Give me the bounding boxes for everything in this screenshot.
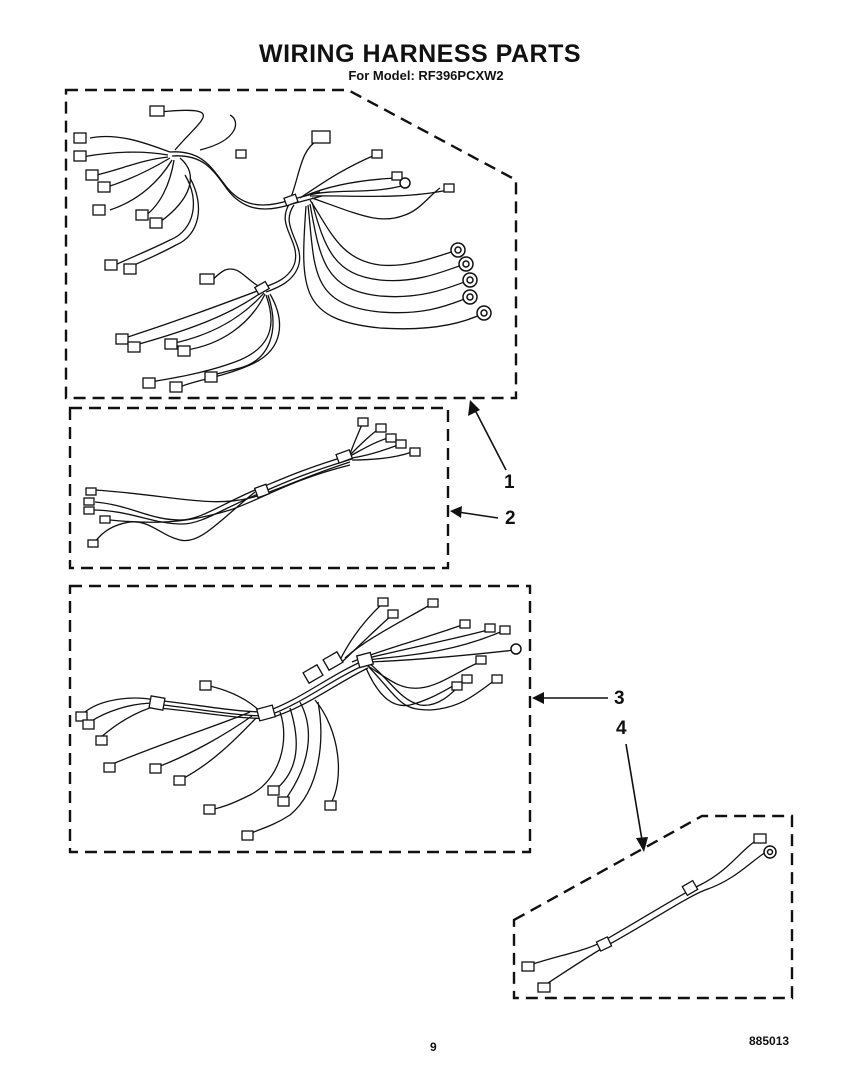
document-number: 885013 bbox=[749, 1034, 790, 1048]
leader-2 bbox=[450, 506, 499, 519]
harness-3 bbox=[68, 584, 532, 854]
harness-3-outline bbox=[68, 584, 532, 854]
leader-3 bbox=[532, 692, 608, 704]
callout-3: 3 bbox=[614, 688, 625, 709]
callout-1: 1 bbox=[504, 472, 515, 493]
callout-2: 2 bbox=[505, 508, 516, 529]
harness-2 bbox=[68, 406, 450, 570]
leader-1 bbox=[468, 400, 507, 471]
page-number: 9 bbox=[430, 1040, 437, 1054]
harness-4-outline bbox=[512, 814, 794, 1000]
harness-4 bbox=[512, 814, 794, 1000]
harness-2-outline bbox=[68, 406, 450, 570]
model-subtitle: For Model: RF396PCXW2 bbox=[348, 68, 504, 83]
callout-4: 4 bbox=[616, 718, 627, 739]
page-title: WIRING HARNESS PARTS bbox=[258, 40, 582, 68]
harness-1 bbox=[64, 88, 518, 400]
leader-4 bbox=[625, 743, 648, 852]
harness-1-outline bbox=[64, 88, 518, 400]
